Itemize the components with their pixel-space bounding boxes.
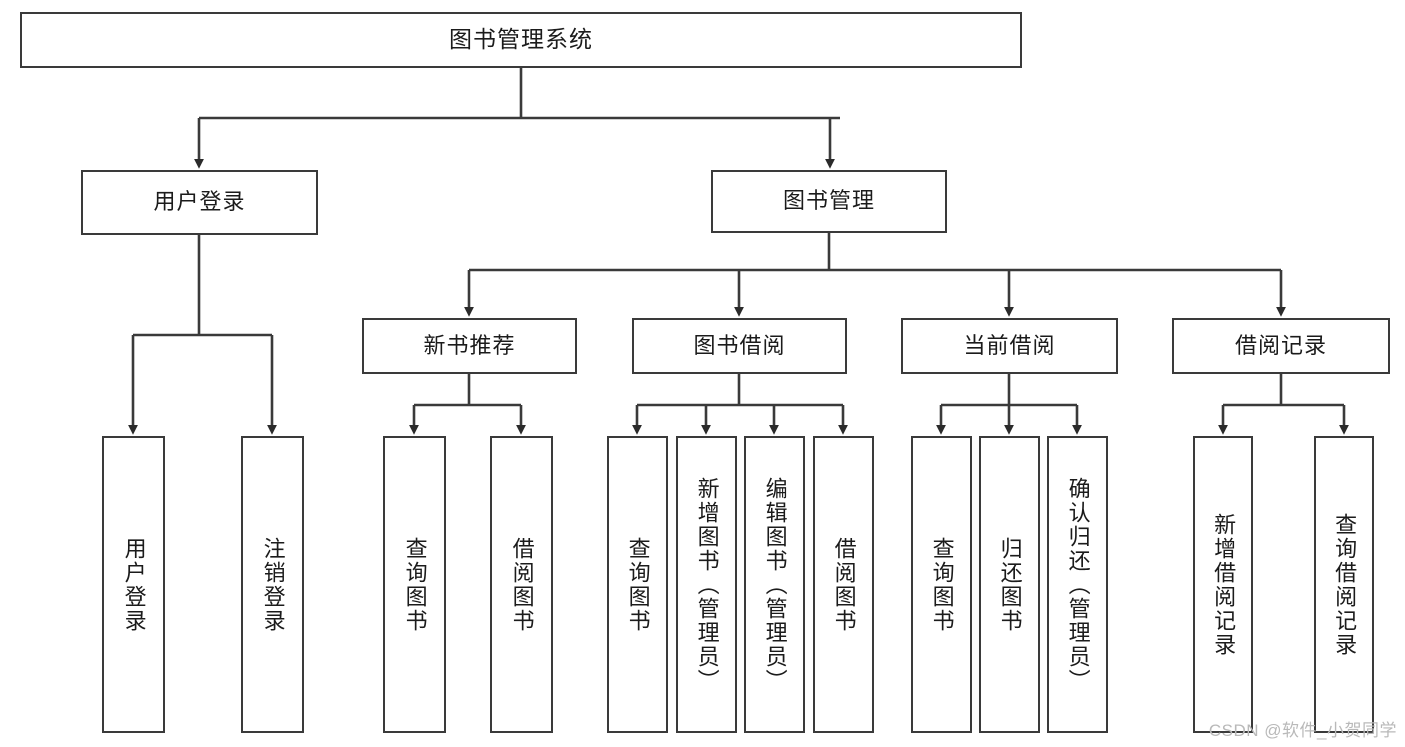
leaf-newbook-query-book[interactable]: 查询图书 bbox=[383, 436, 446, 733]
node-label: 借阅图书 bbox=[509, 536, 535, 633]
node-label: 新增借阅记录 bbox=[1211, 512, 1237, 657]
node-user-login[interactable]: 用户登录 bbox=[81, 170, 318, 235]
node-label: 查询借阅记录 bbox=[1332, 512, 1358, 657]
node-current-borrow[interactable]: 当前借阅 bbox=[901, 318, 1118, 374]
node-label: 归还图书 bbox=[997, 536, 1023, 633]
node-label: 图书管理系统 bbox=[449, 26, 593, 53]
node-label: 新增图书（管理员） bbox=[694, 476, 720, 693]
node-new-book-recommend[interactable]: 新书推荐 bbox=[362, 318, 577, 374]
node-label: 借阅图书 bbox=[831, 536, 857, 633]
csdn-watermark: CSDN @软件_小贺同学 bbox=[1208, 721, 1397, 740]
node-label: 图书管理 bbox=[782, 188, 875, 214]
node-label: 用户登录 bbox=[121, 536, 147, 633]
node-label: 图书借阅 bbox=[693, 332, 786, 358]
leaf-borrow-edit-book-admin[interactable]: 编辑图书（管理员） bbox=[744, 436, 805, 733]
leaf-borrow-add-book-admin[interactable]: 新增图书（管理员） bbox=[676, 436, 737, 733]
node-book-management[interactable]: 图书管理 bbox=[711, 170, 947, 233]
node-label: 借阅记录 bbox=[1234, 332, 1327, 358]
leaf-user-logout[interactable]: 注销登录 bbox=[241, 436, 304, 733]
node-label: 当前借阅 bbox=[963, 332, 1056, 358]
node-label: 查询图书 bbox=[929, 536, 955, 633]
leaf-borrow-query-book[interactable]: 查询图书 bbox=[607, 436, 668, 733]
node-label: 新书推荐 bbox=[423, 332, 516, 358]
node-label: 查询图书 bbox=[402, 536, 428, 633]
leaf-user-login[interactable]: 用户登录 bbox=[102, 436, 165, 733]
node-borrow-record[interactable]: 借阅记录 bbox=[1172, 318, 1390, 374]
node-label: 确认归还（管理员） bbox=[1065, 476, 1091, 693]
leaf-borrow-borrow-book[interactable]: 借阅图书 bbox=[813, 436, 874, 733]
node-label: 查询图书 bbox=[625, 536, 651, 633]
node-root-system[interactable]: 图书管理系统 bbox=[20, 12, 1022, 68]
leaf-current-confirm-return-admin[interactable]: 确认归还（管理员） bbox=[1047, 436, 1108, 733]
node-book-borrow[interactable]: 图书借阅 bbox=[632, 318, 847, 374]
leaf-newbook-borrow-book[interactable]: 借阅图书 bbox=[490, 436, 553, 733]
leaf-record-add-record[interactable]: 新增借阅记录 bbox=[1193, 436, 1253, 733]
node-label: 注销登录 bbox=[260, 536, 286, 633]
leaf-record-query-record[interactable]: 查询借阅记录 bbox=[1314, 436, 1374, 733]
leaf-current-query-book[interactable]: 查询图书 bbox=[911, 436, 972, 733]
node-label: 用户登录 bbox=[153, 189, 246, 215]
node-label: 编辑图书（管理员） bbox=[762, 476, 788, 693]
leaf-current-return-book[interactable]: 归还图书 bbox=[979, 436, 1040, 733]
